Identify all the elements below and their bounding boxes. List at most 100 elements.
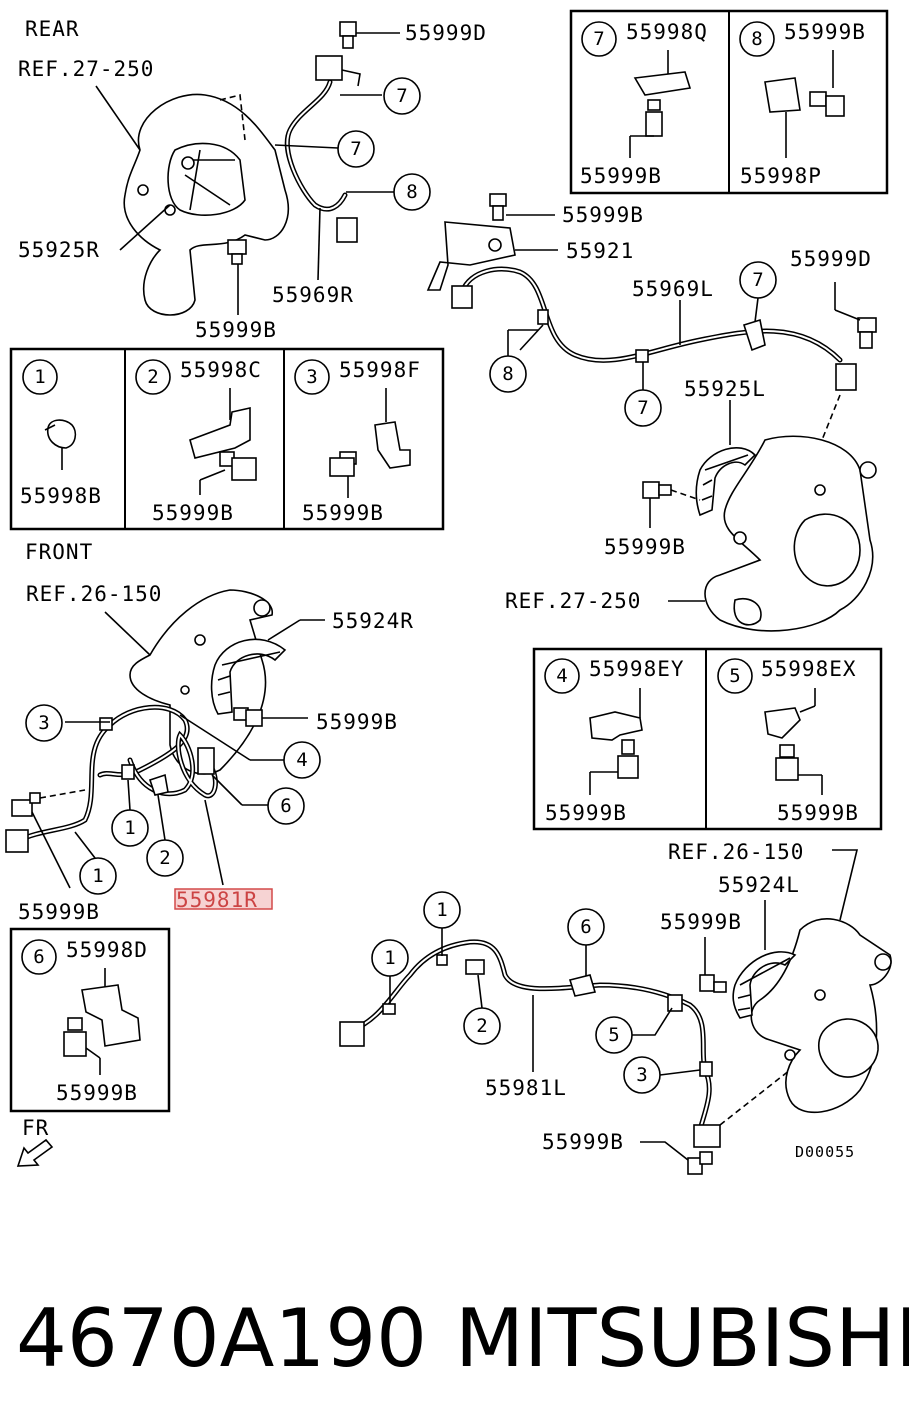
part-55999b-front: 55999B (316, 710, 398, 734)
detail-6-number (21, 939, 57, 975)
bolt-55999b-rear (227, 239, 247, 265)
svg-text:5: 5 (729, 665, 740, 687)
part-55999d-rear: 55999D (405, 21, 487, 45)
bolt-55999b-front-left-bottom (687, 1151, 713, 1175)
svg-text:1: 1 (436, 899, 447, 921)
part-55999b-front-left-bottom: 55999B (542, 1130, 624, 1154)
detail-6: 6 55998D 55999B (21, 938, 148, 1105)
detail-7: 7 55998Q 55999B (580, 20, 707, 188)
svg-text:2: 2 (147, 366, 158, 388)
svg-text:8: 8 (751, 28, 762, 50)
rear-label: REAR (25, 17, 80, 41)
highlight-55981r[interactable] (174, 888, 273, 910)
rear-knuckle-right (123, 93, 290, 316)
part-55999b-front-bottom: 55999B (18, 900, 100, 924)
detail-5-number (717, 658, 753, 694)
svg-text:3: 3 (38, 712, 49, 734)
svg-text:1: 1 (34, 366, 45, 388)
fr-arrow-icon (16, 1138, 54, 1167)
front-knuckle-right (129, 589, 273, 775)
detail-5: 5 55998EX 55999B (717, 657, 859, 825)
detail-8-part: 55999B (784, 20, 866, 44)
detail-box-1-2-3 (9, 347, 445, 531)
ref-27-250-rear: REF.27-250 (18, 57, 154, 81)
detail-2-part: 55998C (180, 358, 262, 382)
detail-2-sub: 55999B (152, 501, 234, 525)
ref-27-250-left: REF.27-250 (505, 589, 641, 613)
detail-1: 1 55998B (20, 359, 102, 508)
detail-2: 2 55998C 55999B (135, 358, 262, 525)
callout-8-rear (393, 173, 431, 211)
brand-footer: MITSUBISHI (455, 1292, 909, 1385)
detail-4-part: 55998EY (589, 657, 685, 681)
detail-1-sub: 55998B (20, 484, 102, 508)
detail-5-sub: 55999B (777, 801, 859, 825)
svg-text:7: 7 (637, 397, 648, 419)
detail-8-number (739, 21, 775, 57)
detail-4-sub: 55999B (545, 801, 627, 825)
ref-26-150-left: REF.26-150 (668, 840, 804, 864)
detail-2-number (135, 359, 171, 395)
callout-3-front (25, 704, 63, 742)
part-55999d-left: 55999D (790, 247, 872, 271)
part-55924r: 55924R (332, 609, 414, 633)
callout-7-left-a (739, 261, 777, 299)
leader-55925r (119, 204, 171, 251)
detail-7-sub: 55999B (580, 164, 662, 188)
bracket-55921 (426, 221, 516, 291)
ref-26-150-right: REF.26-150 (26, 582, 162, 606)
part-55999b-rear-bottom: 55999B (195, 318, 277, 342)
svg-text:6: 6 (33, 946, 44, 968)
svg-text:6: 6 (580, 916, 591, 938)
callout-7-rear-a (383, 77, 421, 115)
detail-7-number (581, 21, 617, 57)
svg-text:4: 4 (296, 749, 307, 771)
tone-ring-55924l (732, 951, 797, 1019)
svg-text:4: 4 (556, 665, 567, 687)
bolt-55999d-left (857, 317, 877, 349)
detail-6-part: 55998D (66, 938, 148, 962)
part-number-footer: 4670A190 (16, 1292, 427, 1385)
svg-text:6: 6 (280, 795, 291, 817)
svg-text:8: 8 (502, 363, 513, 385)
svg-text:7: 7 (593, 28, 604, 50)
part-55999b-bracket: 55999B (562, 203, 644, 227)
part-55981l: 55981L (485, 1076, 567, 1100)
part-55921: 55921 (566, 239, 634, 263)
detail-box-4-5 (532, 647, 883, 831)
callout-1-front-a (111, 809, 149, 847)
svg-text:8: 8 (406, 181, 417, 203)
part-55925l: 55925L (684, 377, 766, 401)
harness-55969r (284, 55, 361, 243)
diagram-code: D00055 (795, 1143, 855, 1161)
leader-ref-rear (95, 85, 141, 151)
harness-55981r (5, 704, 218, 853)
front-knuckle-left (750, 918, 892, 1114)
detail-3-part: 55998F (339, 358, 421, 382)
detail-box-6 (9, 927, 171, 1113)
detail-1-number (22, 359, 58, 395)
detail-8-sub: 55998P (740, 164, 822, 188)
part-55969r: 55969R (272, 283, 354, 307)
detail-6-sub: 55999B (56, 1081, 138, 1105)
svg-text:7: 7 (396, 85, 407, 107)
callout-2-front (146, 839, 184, 877)
front-label: FRONT (25, 540, 93, 564)
callout-7-rear-b (337, 130, 375, 168)
tone-ring-55924r (210, 638, 287, 715)
part-55981r[interactable]: 55981R (176, 888, 258, 912)
detail-4: 4 55998EY 55999B (544, 657, 685, 825)
callout-1-front-b (79, 857, 117, 895)
part-55924l: 55924L (718, 873, 800, 897)
part-55925r: 55925R (18, 238, 100, 262)
detail-4-number (544, 658, 580, 694)
svg-text:5: 5 (608, 1024, 619, 1046)
bolt-55999b-bracket (489, 193, 507, 221)
svg-text:1: 1 (384, 947, 395, 969)
rear-knuckle-left (704, 435, 877, 632)
bolt-55999b-left-rear (642, 481, 701, 501)
svg-text:3: 3 (306, 366, 317, 388)
part-55999b-front-left-top: 55999B (660, 910, 742, 934)
